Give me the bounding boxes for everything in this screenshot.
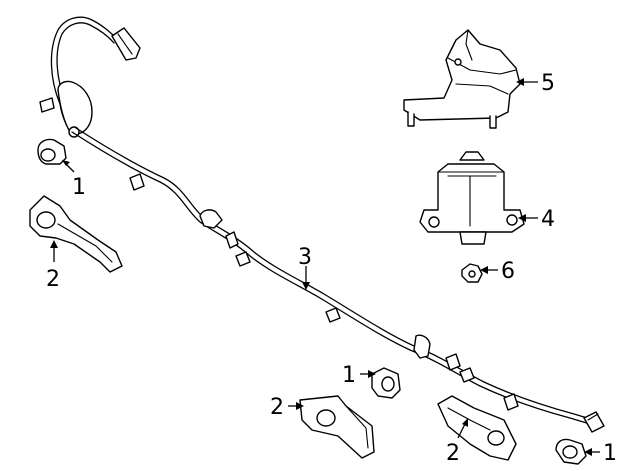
callout-harness: 3	[298, 245, 312, 270]
callout-sensor-mid: 1	[342, 363, 356, 388]
callout-nut: 6	[501, 259, 515, 284]
sensor-bottom-right	[555, 438, 587, 465]
callout-bracket-left: 2	[46, 267, 60, 292]
callout-bracket-bottom-left: 2	[270, 395, 284, 420]
callout-sensor-top-left: 1	[72, 175, 86, 200]
callout-module: 4	[541, 207, 555, 232]
callout-module-bracket: 5	[541, 71, 555, 96]
nut	[461, 263, 483, 283]
module-bracket	[403, 29, 521, 129]
bracket-bottom-right	[437, 395, 517, 461]
parking-aid-module	[419, 151, 525, 245]
callout-labels: 1 2 3 5 4 6 1 2 2 1	[46, 71, 617, 466]
callout-leaders	[50, 78, 600, 456]
callout-sensor-bottom-right: 1	[603, 441, 617, 466]
sensor-mid	[371, 367, 401, 399]
bracket-left	[29, 195, 123, 273]
bracket-bottom-left	[299, 395, 375, 459]
sensor-top-left	[37, 138, 67, 165]
wiring-harness	[39, 16, 605, 433]
callout-bracket-bottom-right: 2	[446, 441, 460, 466]
